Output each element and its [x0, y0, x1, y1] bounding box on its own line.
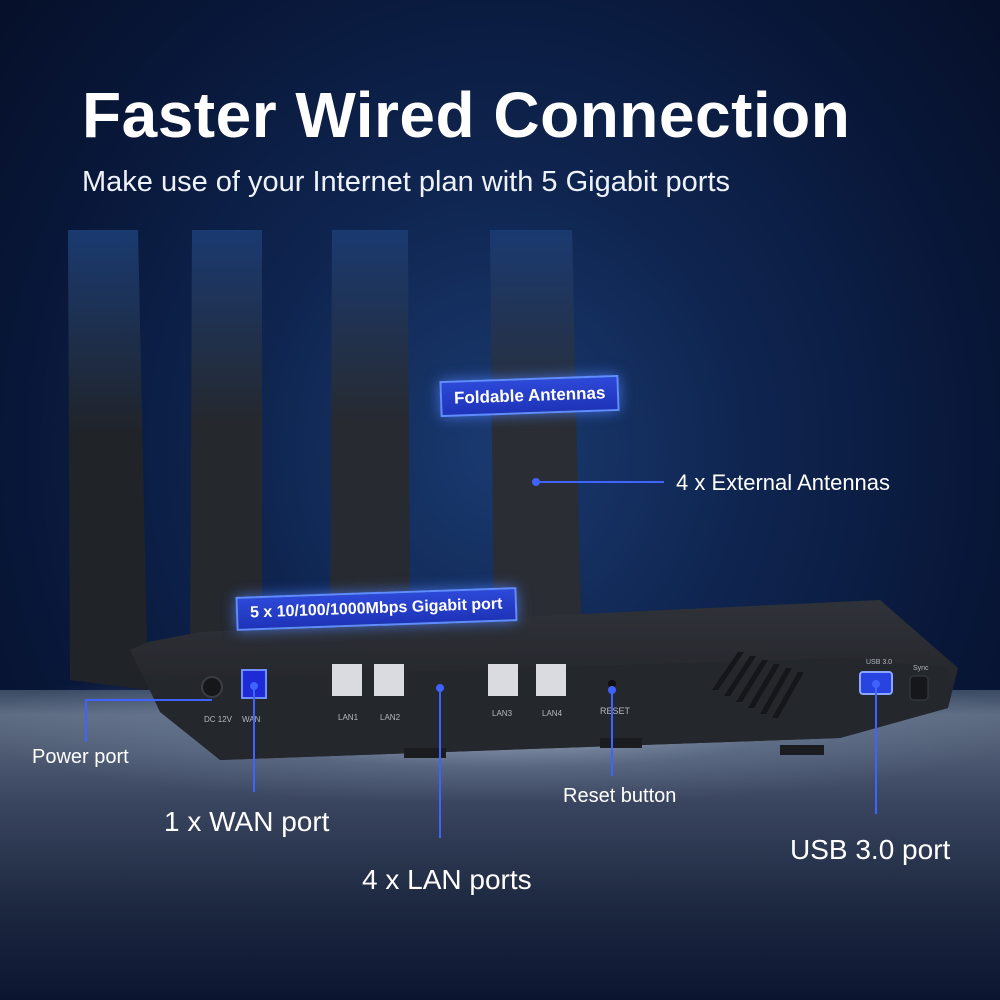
antenna-2 — [190, 230, 262, 665]
reset-pinhole — [608, 680, 616, 688]
wan-port-callout: 1 x WAN port — [164, 806, 330, 837]
power-callout-line — [85, 699, 212, 742]
lan4-port — [536, 664, 566, 696]
vent-grille — [712, 652, 804, 718]
lan1-port — [332, 664, 362, 696]
lan1-label: LAN1 — [338, 713, 359, 722]
sync-button — [909, 675, 929, 701]
antenna-3 — [330, 230, 410, 660]
wan-label: WAN — [242, 715, 261, 724]
reset-label: RESET — [600, 706, 631, 716]
lan3-port — [488, 664, 518, 696]
page-subtitle: Make use of your Internet plan with 5 Gi… — [82, 166, 731, 198]
lan2-label: LAN2 — [380, 713, 401, 722]
dc-label: DC 12V — [204, 715, 233, 724]
antennas-callout: 4 x External Antennas — [676, 470, 891, 495]
antenna-1 — [68, 230, 148, 690]
lan-ports-callout: 4 x LAN ports — [362, 864, 532, 895]
power-port-callout: Power port — [32, 746, 129, 768]
dc-power-jack — [201, 676, 223, 698]
usb-label: USB 3.0 — [866, 659, 892, 666]
antenna-4 — [490, 230, 582, 665]
lan2-port — [374, 664, 404, 696]
usb-port-callout: USB 3.0 port — [790, 834, 951, 865]
lan4-label: LAN4 — [542, 709, 563, 718]
lan3-label: LAN3 — [492, 709, 513, 718]
foldable-antennas-tag: Foldable Antennas — [439, 374, 621, 418]
reset-button-callout: Reset button — [563, 785, 677, 807]
page-title: Faster Wired Connection — [82, 79, 851, 151]
sync-label: Sync — [913, 665, 929, 672]
antennas-callout-dot — [532, 478, 540, 486]
